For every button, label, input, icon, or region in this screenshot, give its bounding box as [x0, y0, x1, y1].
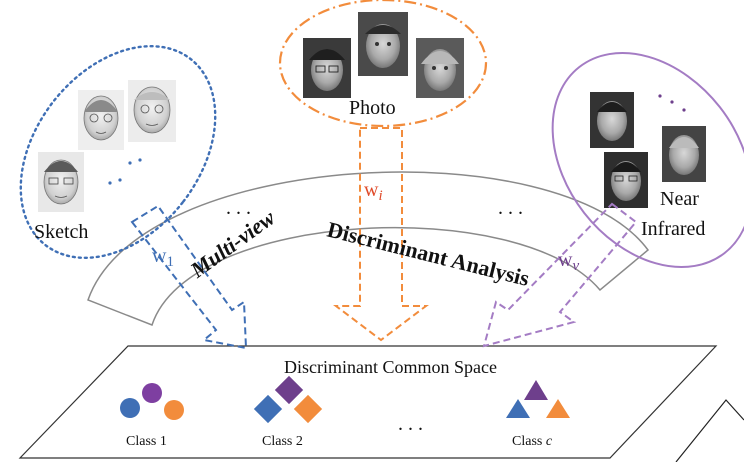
sketch-label: Sketch	[34, 221, 88, 243]
photo-face-2	[358, 12, 408, 76]
common-space-plane	[18, 345, 718, 459]
class-c-cluster	[506, 380, 570, 418]
photo-projection-arrow	[333, 127, 429, 342]
common-space-title: Discriminant Common Space	[284, 357, 497, 377]
nir-label-line1: Near	[660, 188, 699, 210]
nir-face-2	[662, 126, 706, 182]
corner-decoration	[675, 399, 744, 462]
photo-group-ellipse	[278, 0, 488, 128]
sketch-more-dots	[108, 158, 142, 185]
photo-label: Photo	[349, 97, 396, 119]
arc-dots-right: . . .	[498, 197, 523, 219]
arc-dots-left: . . .	[226, 197, 251, 219]
sketch-face-2	[128, 80, 176, 142]
classes-ellipsis: . . .	[398, 413, 423, 435]
weight-w1: w1	[152, 245, 174, 270]
nir-face-3	[604, 152, 648, 208]
class-1-cluster	[120, 383, 184, 420]
class-1-label: Class 1	[126, 434, 167, 449]
photo-face-3	[416, 38, 464, 98]
nir-group-ellipse	[551, 51, 744, 269]
nir-face-1	[590, 92, 634, 148]
sketch-face-1	[78, 90, 124, 150]
analysis-arc	[87, 171, 650, 326]
sketch-face-3	[38, 152, 84, 212]
class-c-label: Class c	[512, 434, 553, 449]
class-2-cluster	[253, 375, 323, 424]
weight-wi: wi	[364, 179, 383, 204]
weight-wv: wv	[558, 249, 579, 274]
nir-label-line2: Infrared	[641, 218, 705, 240]
sketch-group-ellipse	[19, 44, 217, 260]
nir-more-dots	[658, 94, 686, 112]
class-2-label: Class 2	[262, 434, 303, 449]
photo-face-1	[303, 38, 351, 98]
nir-projection-arrow	[482, 202, 638, 348]
